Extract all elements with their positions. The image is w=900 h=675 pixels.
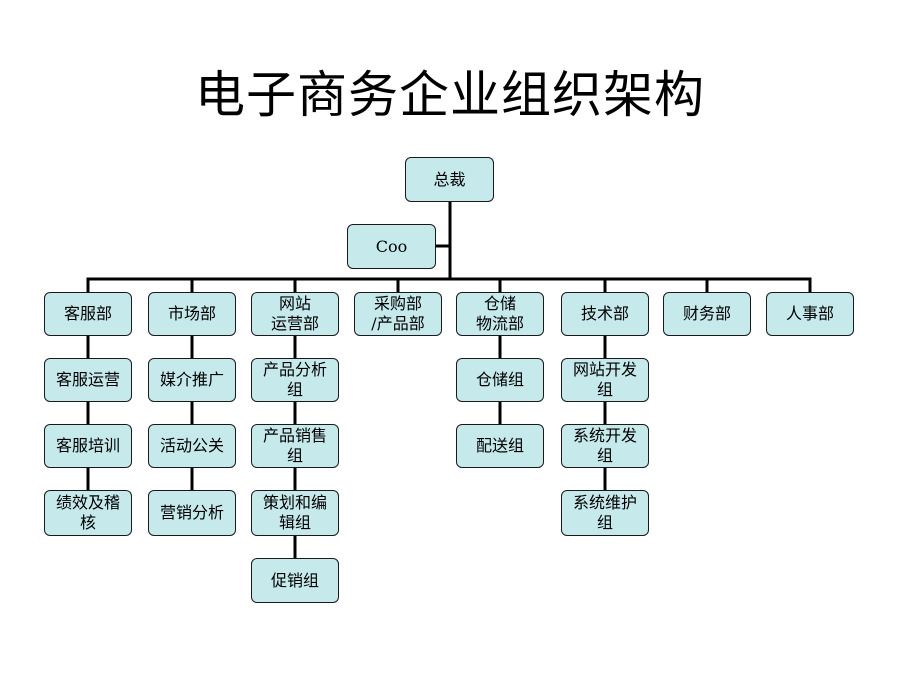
- node-dept-finance: 财务部: [663, 292, 751, 336]
- node-wh-delivery: 配送组: [456, 424, 544, 468]
- node-dept-technology: 技术部: [561, 292, 649, 336]
- node-cs-training: 客服培训: [44, 424, 132, 468]
- node-tech-web-development: 网站开发 组: [561, 358, 649, 402]
- node-web-product-analysis: 产品分析 组: [251, 358, 339, 402]
- node-tech-system-maintenance: 系统维护 组: [561, 490, 649, 536]
- node-wh-storage: 仓储组: [456, 358, 544, 402]
- node-web-planning-editing: 策划和编 辑组: [251, 490, 339, 536]
- node-tech-system-development: 系统开发 组: [561, 424, 649, 468]
- node-dept-hr: 人事部: [766, 292, 854, 336]
- chart-title: 电子商务企业组织架构: [195, 66, 705, 124]
- node-dept-warehouse-logistics: 仓储 物流部: [456, 292, 544, 336]
- node-web-promotion: 促销组: [251, 558, 339, 603]
- node-dept-purchasing: 采购部 /产品部: [354, 292, 442, 336]
- node-web-product-sales: 产品销售 组: [251, 424, 339, 468]
- node-dept-website-operations: 网站 运营部: [251, 292, 339, 336]
- node-mkt-media-promotion: 媒介推广: [148, 358, 236, 402]
- node-ceo: 总裁: [405, 157, 494, 202]
- node-cs-operations: 客服运营: [44, 358, 132, 402]
- node-dept-customer-service: 客服部: [44, 292, 132, 336]
- node-mkt-events-pr: 活动公关: [148, 424, 236, 468]
- node-coo: Coo: [347, 224, 436, 269]
- node-dept-marketing: 市场部: [148, 292, 236, 336]
- node-mkt-marketing-analysis: 营销分析: [148, 490, 236, 536]
- node-cs-performance-audit: 绩效及稽 核: [44, 490, 132, 536]
